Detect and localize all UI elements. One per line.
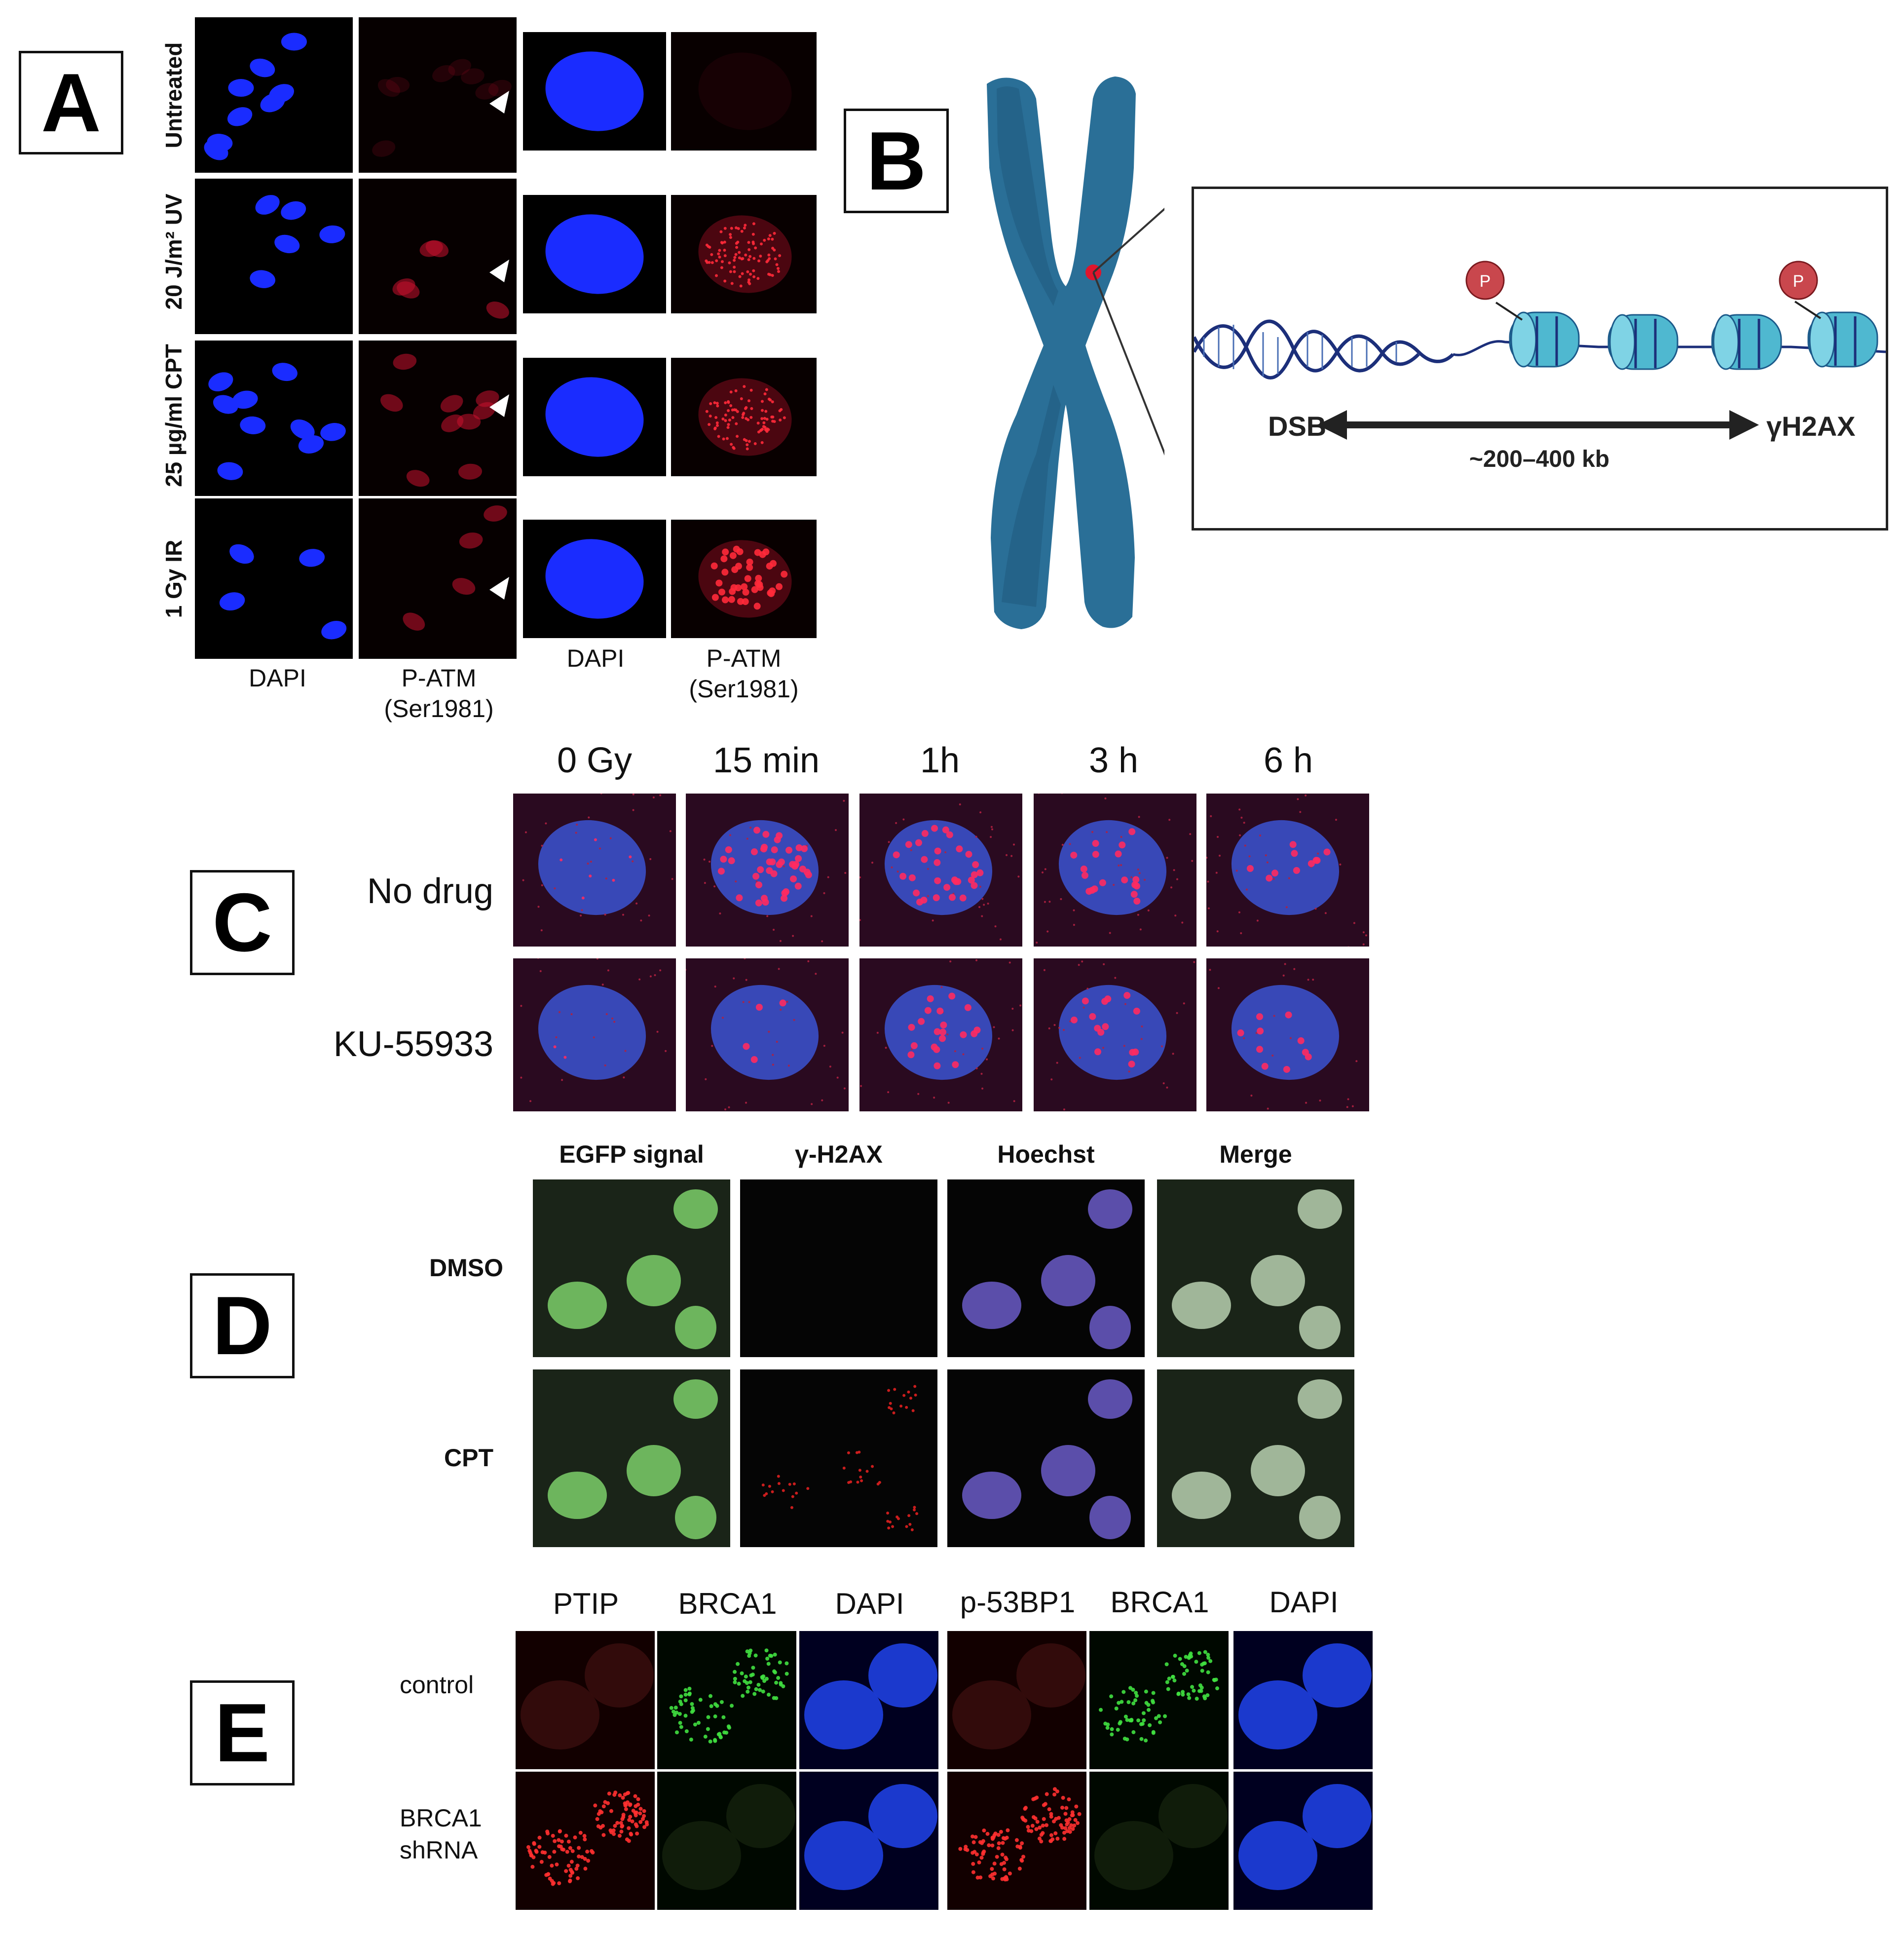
- gamma-h2ax-label: γH2AX: [1766, 411, 1856, 442]
- svg-text:P: P: [1480, 272, 1491, 291]
- panel-d-row-label-cpt: CPT: [444, 1444, 493, 1472]
- panel-a-col-label-dapi-1: DAPI: [249, 664, 306, 692]
- panel-e-tile-r2-c5: [1089, 1772, 1229, 1910]
- panel-d-tile-r1-c1: [533, 1179, 730, 1357]
- svg-text:P: P: [1793, 272, 1804, 291]
- panel-e-row-label-shrna: shRNA: [400, 1836, 478, 1864]
- dsb-label: DSB: [1268, 411, 1326, 442]
- nucleosomes: [1509, 311, 1878, 370]
- panel-c-col-label-1h: 1h: [920, 741, 960, 780]
- distance-arrow: [1317, 410, 1759, 440]
- panel-e-tile-r1-c4: [947, 1631, 1086, 1769]
- panel-a-dapi-zoom-3: [523, 358, 666, 476]
- panel-a-dapi-zoom-2: [523, 195, 666, 313]
- panel-a-patm-zoom-2: [671, 195, 817, 313]
- chromosome-illustration: [987, 76, 1164, 629]
- panel-e-col-label-brca1-1: BRCA1: [678, 1587, 777, 1620]
- panel-c-tile-r2-c5: [1206, 958, 1369, 1111]
- panel-a-col-label-ser-1: (Ser1981): [384, 695, 494, 722]
- panel-d-tile-r1-c4: [1157, 1179, 1354, 1357]
- panel-a-dapi-field-2: [195, 179, 353, 334]
- panel-d-tile-r1-c2: [740, 1179, 937, 1357]
- panel-a-col-label-patm-1: P-ATM: [401, 664, 477, 692]
- panel-d-col-label-hoechst: Hoechst: [997, 1140, 1095, 1168]
- panel-c-col-label-3h: 3 h: [1088, 741, 1139, 780]
- panel-d-letter: D: [190, 1273, 295, 1378]
- panel-d-col-label-gh2ax: γ-H2AX: [795, 1140, 883, 1168]
- panel-c-tile-r2-c3: [859, 958, 1022, 1111]
- panel-e-tile-r2-c2: [657, 1772, 796, 1910]
- panel-e-tile-r1-c5: [1089, 1631, 1229, 1769]
- panel-a-patm-field-2: [359, 179, 517, 334]
- panel-c-tile-r1-c2: [686, 794, 849, 947]
- panel-e-row-label-brca1: BRCA1: [400, 1804, 482, 1832]
- panel-a-col-label-patm-2: P-ATM: [706, 645, 782, 672]
- chromatin-schematic: P P DSB γH2AX ~200–400 kb: [1192, 261, 1886, 472]
- panel-a-patm-field-1: [359, 17, 517, 173]
- panel-c-row-label-ku55933: KU-55933: [333, 1025, 493, 1064]
- panel-a-patm-zoom-3: [671, 358, 817, 476]
- panel-a-patm-field-3: [359, 341, 517, 496]
- panel-e-tile-r2-c6: [1233, 1772, 1373, 1910]
- phospho-marker-1: P: [1465, 261, 1523, 321]
- panel-c-tile-r1-c5: [1206, 794, 1369, 947]
- panel-c-col-label-0gy: 0 Gy: [557, 741, 633, 780]
- panel-a-patm-field-4: [359, 498, 517, 659]
- panel-d-tile-r2-c2: [740, 1369, 937, 1547]
- panel-c-tile-r1-c4: [1034, 794, 1196, 947]
- panel-e-col-label-p53bp1: p-53BP1: [960, 1586, 1076, 1619]
- panel-d-tile-r1-c3: [947, 1179, 1145, 1357]
- panel-a-patm-zoom-1: [671, 32, 817, 151]
- panel-e-row-label-control: control: [400, 1671, 474, 1699]
- panel-c-tile-r2-c2: [686, 958, 849, 1111]
- panel-d-col-label-egfp: EGFP signal: [559, 1140, 704, 1168]
- panel-a-dapi-zoom-4: [523, 520, 666, 638]
- panel-d-tile-r2-c4: [1157, 1369, 1354, 1547]
- panel-a-row-label-cpt: 25 µg/ml CPT: [161, 344, 187, 487]
- panel-a-letter: A: [19, 51, 123, 154]
- panel-a-dapi-field-4: [195, 498, 353, 659]
- phospho-marker-2: P: [1779, 261, 1822, 319]
- panel-b-letter: B: [844, 109, 949, 213]
- panel-a-dapi-field-3: [195, 341, 353, 496]
- panel-e-tile-r2-c1: [516, 1772, 655, 1910]
- panel-d-row-label-dmso: DMSO: [429, 1254, 503, 1282]
- panel-e-tile-r1-c3: [799, 1631, 938, 1769]
- panel-a-col-label-dapi-2: DAPI: [566, 645, 625, 672]
- panel-a-row-label-untreated: Untreated: [161, 42, 187, 149]
- panel-b-inset: P P DSB γH2AX ~200–400 kb: [1192, 187, 1888, 531]
- panel-e-tile-r1-c6: [1233, 1631, 1373, 1769]
- panel-e-col-label-dapi-2: DAPI: [1269, 1586, 1339, 1619]
- panel-e-tile-r1-c2: [657, 1631, 796, 1769]
- panel-d-tile-r2-c3: [947, 1369, 1145, 1547]
- dna-helix: [1192, 319, 1455, 380]
- panel-e-letter: E: [190, 1680, 295, 1785]
- panel-c-tile-r1-c3: [859, 794, 1022, 947]
- panel-e-tile-r1-c1: [516, 1631, 655, 1769]
- panel-e-col-label-dapi-1: DAPI: [835, 1587, 904, 1620]
- panel-c-letter: C: [190, 870, 295, 975]
- panel-c-col-label-15min: 15 min: [712, 741, 820, 780]
- panel-c-row-label-no-drug: No drug: [367, 872, 493, 911]
- panel-a-row-label-ir: 1 Gy IR: [161, 539, 187, 618]
- panel-e-tile-r2-c3: [799, 1772, 938, 1910]
- panel-a-patm-zoom-4: [671, 520, 817, 638]
- panel-e-col-label-ptip: PTIP: [553, 1587, 619, 1620]
- panel-d-tile-r2-c1: [533, 1369, 730, 1547]
- panel-a-dapi-field-1: [195, 17, 353, 173]
- panel-c-tile-r2-c4: [1034, 958, 1196, 1111]
- panel-e-col-label-brca1-2: BRCA1: [1110, 1586, 1209, 1619]
- panel-c-tile-r2-c1: [513, 958, 676, 1111]
- panel-c-col-label-6h: 6 h: [1263, 741, 1313, 780]
- panel-a-dapi-zoom-1: [523, 32, 666, 151]
- panel-a-col-label-ser-2: (Ser1981): [689, 675, 799, 703]
- panel-d-col-label-merge: Merge: [1219, 1140, 1292, 1168]
- panel-c-tile-r1-c1: [513, 794, 676, 947]
- panel-e-tile-r2-c4: [947, 1772, 1086, 1910]
- distance-label: ~200–400 kb: [1469, 446, 1609, 472]
